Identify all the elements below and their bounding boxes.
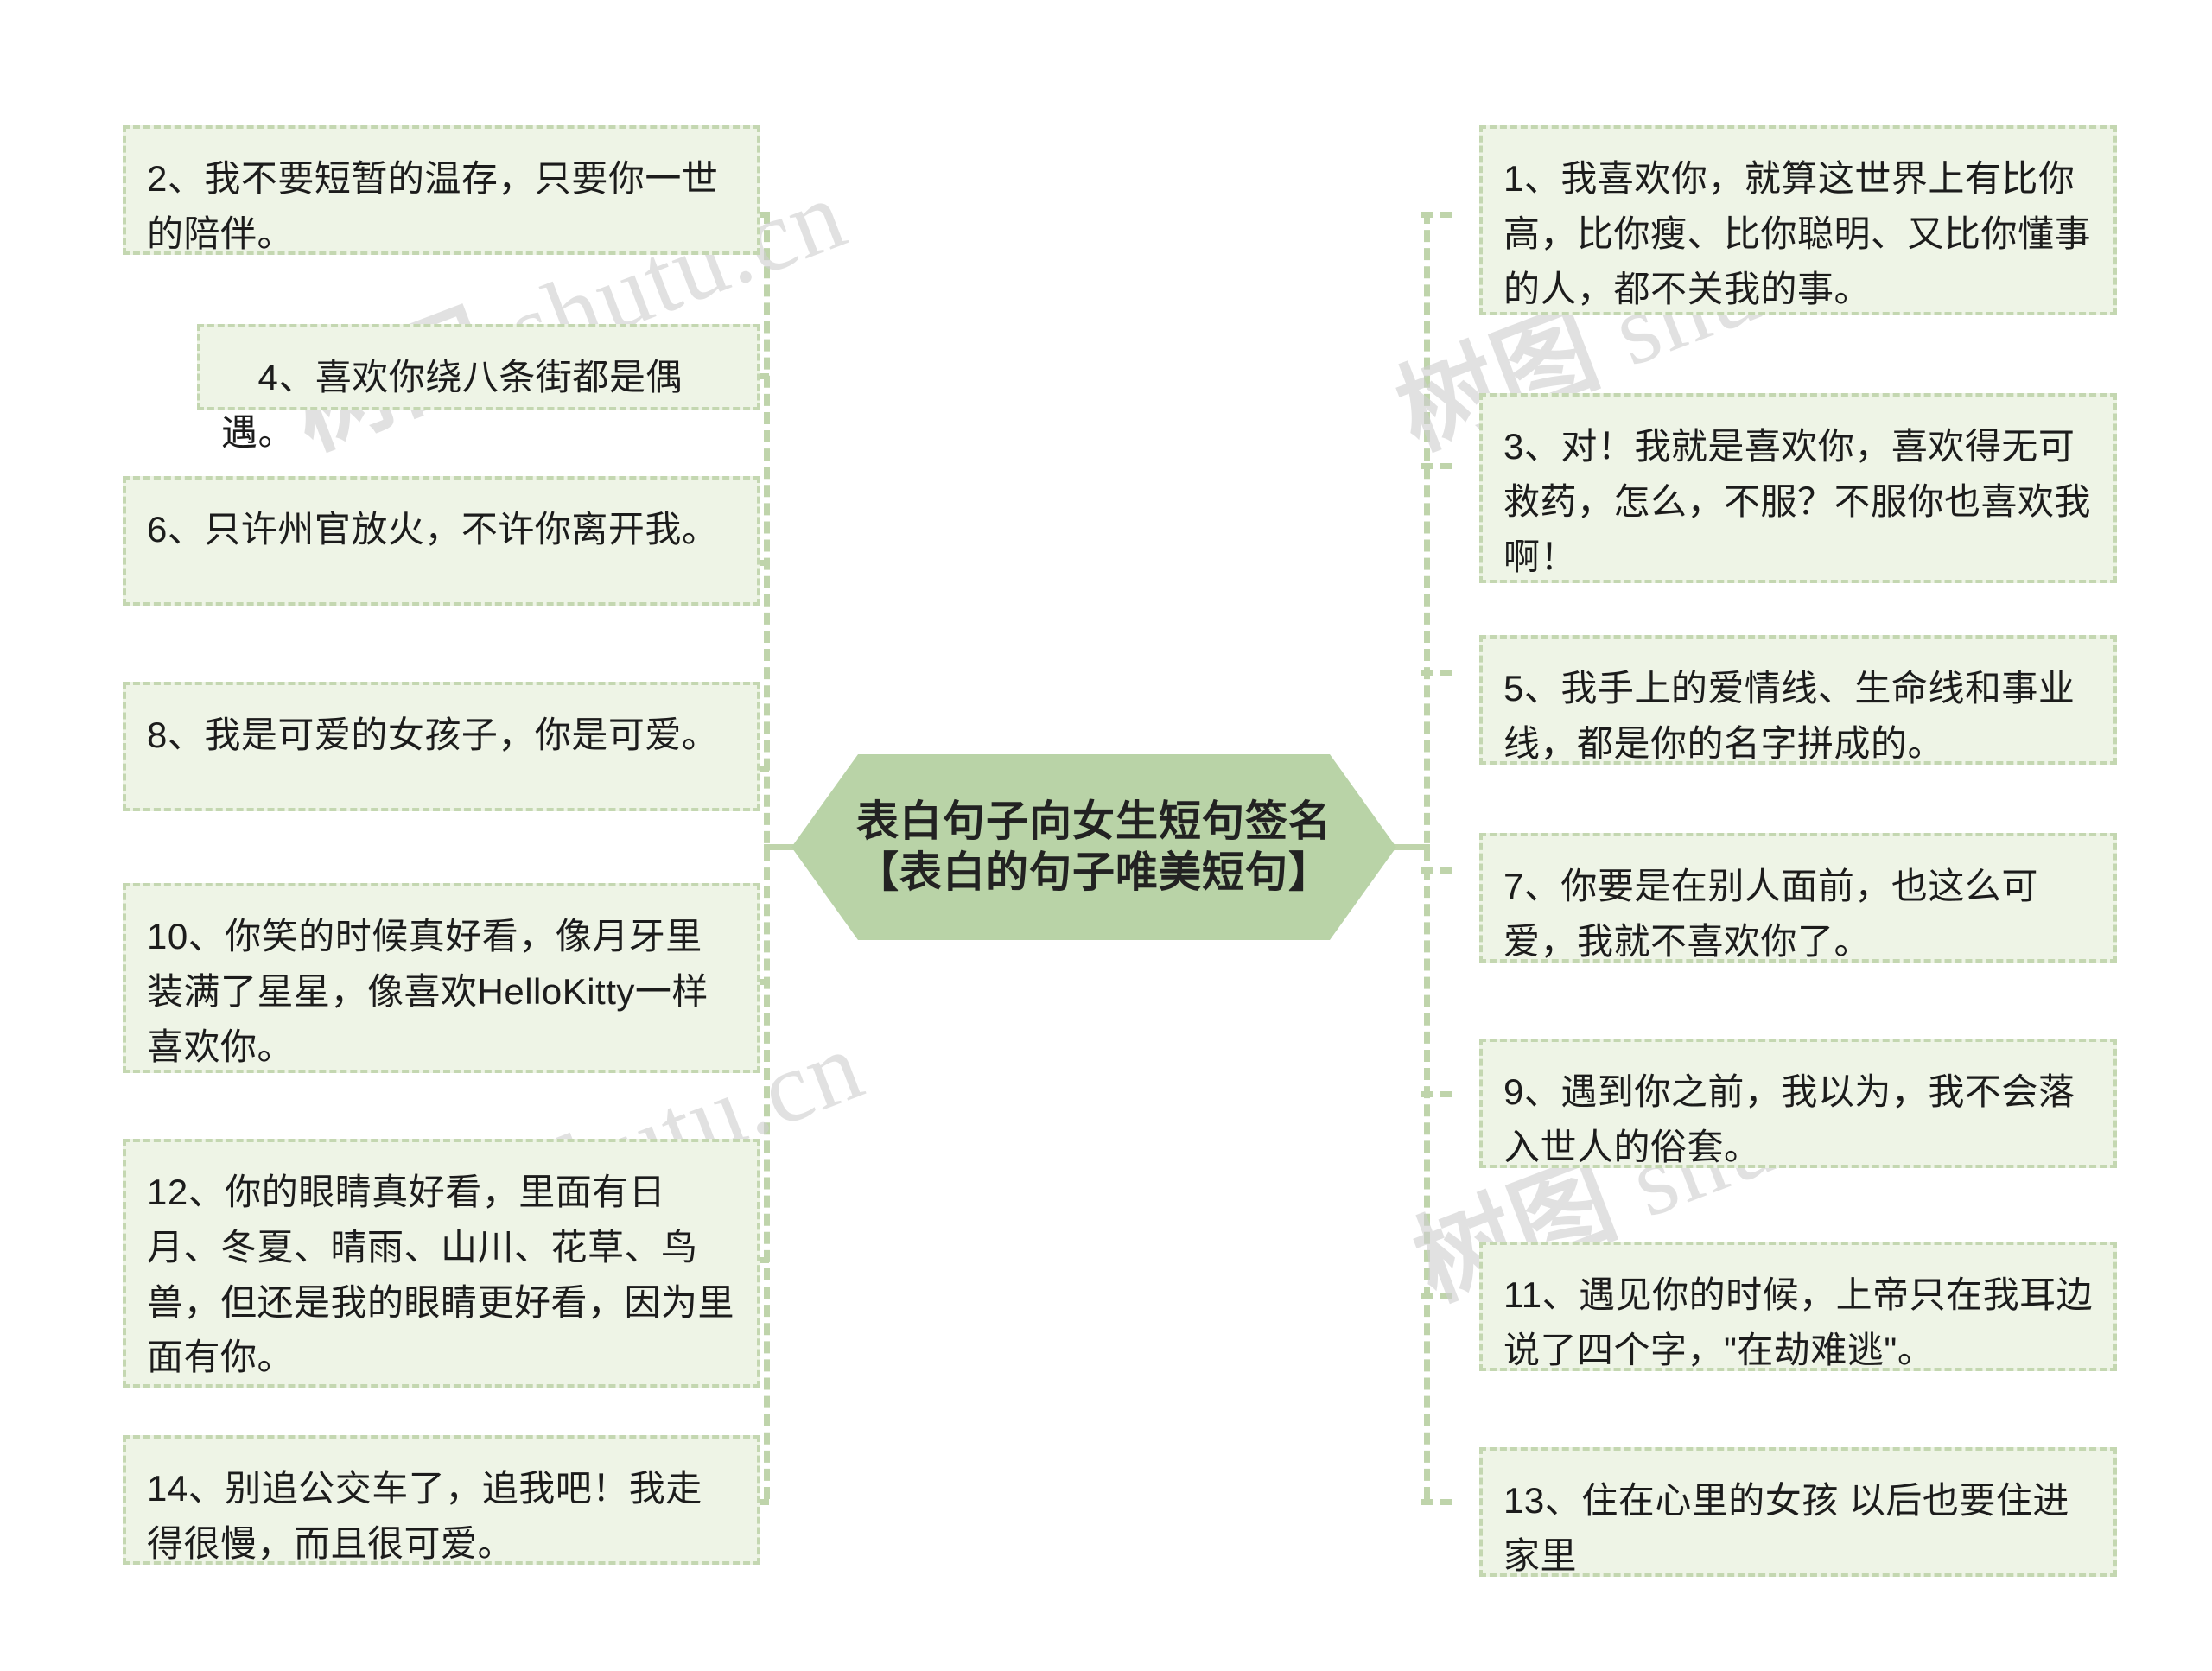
hexagon-shape <box>791 754 1396 940</box>
right-stub-node-13 <box>1421 1499 1452 1505</box>
right-branch-spine <box>1424 212 1430 1499</box>
central-topic-line1: 表白句子向女生短句签名 <box>855 797 1332 845</box>
left-node-10[interactable]: 10、你笑的时候真好看，像月牙里装满了星星，像喜欢HelloKitty一样喜欢你… <box>123 883 760 1073</box>
right-node-9-label: 9、遇到你之前，我以为，我不会落入世人的俗套。 <box>1503 1071 2075 1167</box>
right-stub-node-11 <box>1421 1293 1452 1299</box>
left-node-12[interactable]: 12、你的眼睛真好看，里面有日月、冬夏、晴雨、山川、花草、鸟兽，但还是我的眼睛更… <box>123 1139 760 1388</box>
right-trunk-connector <box>1382 844 1430 850</box>
right-stub-node-3 <box>1421 463 1452 469</box>
right-stub-node-1 <box>1421 212 1452 218</box>
left-trunk-connector <box>764 844 805 850</box>
left-node-2[interactable]: 2、我不要短暂的温存，只要你一世的陪伴。 <box>123 125 760 255</box>
right-node-9[interactable]: 9、遇到你之前，我以为，我不会落入世人的俗套。 <box>1479 1039 2117 1168</box>
left-node-10-label: 10、你笑的时候真好看，像月牙里装满了星星，像喜欢HelloKitty一样喜欢你… <box>147 916 709 1067</box>
right-node-11[interactable]: 11、遇见你的时候，上帝只在我耳边说了四个字，"在劫难逃"。 <box>1479 1242 2117 1371</box>
central-topic-line2: 【表白的句子唯美短句】 <box>855 848 1332 896</box>
left-node-12-label: 12、你的眼睛真好看，里面有日月、冬夏、晴雨、山川、花草、鸟兽，但还是我的眼睛更… <box>147 1172 735 1378</box>
left-node-4-label: 4、喜欢你绕八条街都是偶遇。 <box>221 357 683 453</box>
right-node-5[interactable]: 5、我手上的爱情线、生命线和事业线，都是你的名字拼成的。 <box>1479 635 2117 765</box>
right-stub-node-5 <box>1421 670 1452 676</box>
left-node-14-label: 14、别追公交车了，追我吧！我走得很慢，而且很可爱。 <box>147 1468 702 1564</box>
right-node-1[interactable]: 1、我喜欢你，就算这世界上有比你高，比你瘦、比你聪明、又比你懂事的人，都不关我的… <box>1479 125 2117 315</box>
right-stub-node-7 <box>1421 867 1452 874</box>
right-node-1-label: 1、我喜欢你，就算这世界上有比你高，比你瘦、比你聪明、又比你懂事的人，都不关我的… <box>1503 158 2092 309</box>
left-node-8-label: 8、我是可爱的女孩子，你是可爱。 <box>147 715 719 755</box>
left-node-14[interactable]: 14、别追公交车了，追我吧！我走得很慢，而且很可爱。 <box>123 1435 760 1565</box>
left-node-2-label: 2、我不要短暂的温存，只要你一世的陪伴。 <box>147 158 719 254</box>
left-node-6[interactable]: 6、只许州官放火，不许你离开我。 <box>123 476 760 606</box>
right-node-3[interactable]: 3、对！我就是喜欢你，喜欢得无可救药，怎么，不服？不服你也喜欢我啊！ <box>1479 393 2117 583</box>
left-node-6-label: 6、只许州官放火，不许你离开我。 <box>147 509 719 550</box>
right-node-13[interactable]: 13、住在心里的女孩 以后也要住进家里 <box>1479 1447 2117 1577</box>
left-node-8[interactable]: 8、我是可爱的女孩子，你是可爱。 <box>123 682 760 811</box>
right-node-3-label: 3、对！我就是喜欢你，喜欢得无可救药，怎么，不服？不服你也喜欢我啊！ <box>1503 426 2092 577</box>
right-node-5-label: 5、我手上的爱情线、生命线和事业线，都是你的名字拼成的。 <box>1503 668 2075 764</box>
left-branch-spine <box>764 212 770 1499</box>
left-node-4[interactable]: 4、喜欢你绕八条街都是偶遇。 <box>197 324 760 453</box>
central-topic-node[interactable]: 表白句子向女生短句签名 【表白的句子唯美短句】 <box>791 754 1396 940</box>
central-topic-text: 表白句子向女生短句签名 【表白的句子唯美短句】 <box>791 754 1396 940</box>
right-node-7[interactable]: 7、你要是在别人面前，也这么可爱，我就不喜欢你了。 <box>1479 833 2117 963</box>
right-node-7-label: 7、你要是在别人面前，也这么可爱，我就不喜欢你了。 <box>1503 866 2038 962</box>
right-node-13-label: 13、住在心里的女孩 以后也要住进家里 <box>1503 1480 2069 1576</box>
right-stub-node-9 <box>1421 1091 1452 1097</box>
right-node-11-label: 11、遇见你的时候，上帝只在我耳边说了四个字，"在劫难逃"。 <box>1503 1274 2094 1370</box>
